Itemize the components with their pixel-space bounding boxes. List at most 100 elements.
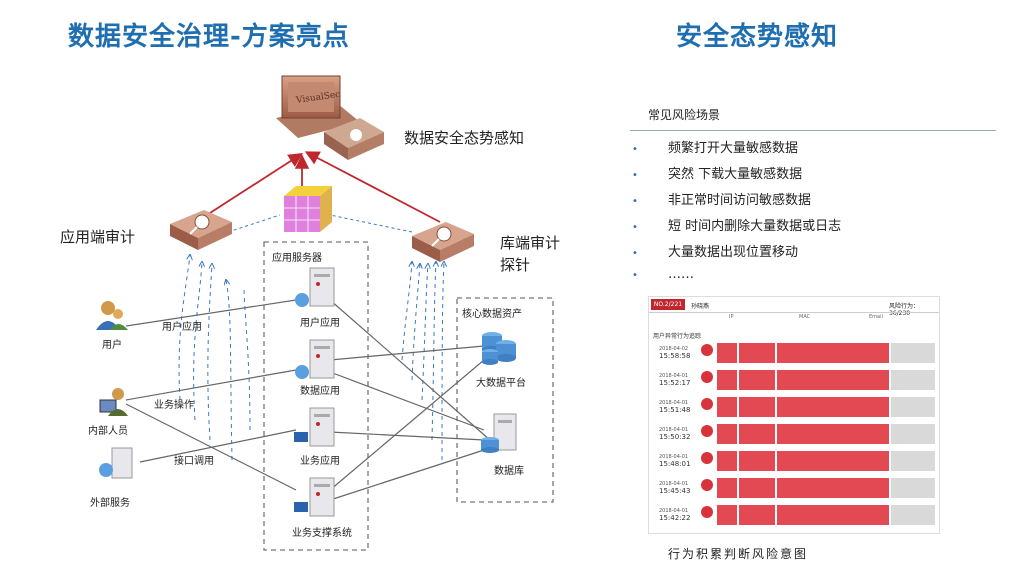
mac-cell xyxy=(891,397,935,417)
server-icon xyxy=(295,339,335,379)
actor-label: 用户 xyxy=(102,340,122,351)
core-assets-box xyxy=(456,297,554,503)
mac-cell xyxy=(891,343,935,363)
server-label: 业务应用 xyxy=(300,456,340,467)
list-item: •…… xyxy=(632,267,694,282)
section-title: 用户异常行为追踪 xyxy=(653,333,702,340)
event-cell xyxy=(739,343,775,363)
app-audit-device-icon xyxy=(170,210,232,250)
event-cell xyxy=(717,397,737,417)
event-cell xyxy=(777,370,889,390)
tab-label: 孙晓燕 xyxy=(691,303,710,310)
external-service-icon xyxy=(99,447,133,479)
left-title: 数据安全治理-方案亮点 xyxy=(68,22,350,52)
event-cell xyxy=(717,343,737,363)
mac-cell xyxy=(891,424,935,444)
event-cell xyxy=(739,478,775,498)
event-cell xyxy=(717,370,737,390)
event-cell xyxy=(739,505,775,525)
event-cell xyxy=(717,424,737,444)
event-cell xyxy=(739,370,775,390)
alert-icon xyxy=(701,344,713,356)
mac-cell xyxy=(891,505,935,525)
server-icon xyxy=(294,407,335,447)
server-icon xyxy=(295,267,335,307)
column-header: IP xyxy=(729,314,734,320)
risk-heading: 常见风险场景 xyxy=(648,108,721,122)
architecture-diagram: VisualSec xyxy=(96,75,554,551)
edge-label: 业务操作 xyxy=(154,400,194,411)
event-cell xyxy=(777,343,889,363)
event-cell xyxy=(739,397,775,417)
app-server-box-label: 应用服务器 xyxy=(272,253,322,264)
event-cell xyxy=(739,451,775,471)
list-item: •突然 下载大量敏感数据 xyxy=(632,167,803,182)
event-cell xyxy=(717,451,737,471)
user-icon xyxy=(96,301,128,330)
behavior-screenshot: NO.2/221 孙晓燕 风险行为：36/230 IP MAC Email 用户… xyxy=(648,296,940,534)
column-header: Email xyxy=(869,314,883,320)
divider xyxy=(630,130,996,131)
list-item: •短 时间内删除大量数据或日志 xyxy=(632,219,842,234)
asset-label: 数据库 xyxy=(494,466,524,477)
event-cell xyxy=(717,505,737,525)
actor-label: 外部服务 xyxy=(90,498,130,509)
status-badge: NO.2/221 xyxy=(651,299,685,310)
screenshot-caption: 行为积累判断风险意图 xyxy=(668,547,809,561)
actor-label: 内部人员 xyxy=(88,426,128,437)
alert-icon xyxy=(701,452,713,464)
asset-label: 大数据平台 xyxy=(476,378,526,389)
db-audit-label-line2: 探针 xyxy=(500,256,531,274)
mac-cell xyxy=(891,478,935,498)
event-cell xyxy=(717,478,737,498)
column-header: MAC xyxy=(799,314,811,320)
big-data-icon xyxy=(482,332,516,365)
event-cell xyxy=(777,478,889,498)
list-item: •大量数据出现位置移动 xyxy=(632,245,799,260)
app-server-box xyxy=(263,241,369,551)
db-audit-label: 库端审计 xyxy=(500,234,561,252)
edge-label: 接口调用 xyxy=(174,456,214,467)
event-cell xyxy=(777,505,889,525)
server-label: 业务支撑系统 xyxy=(292,528,352,539)
right-title: 安全态势感知 xyxy=(676,22,839,52)
event-cell xyxy=(739,424,775,444)
alert-icon xyxy=(701,371,713,383)
database-icon xyxy=(481,413,517,453)
score-label: 风险行为：36/230 xyxy=(889,303,920,317)
alert-icon xyxy=(701,398,713,410)
core-assets-label: 核心数据资产 xyxy=(462,309,522,320)
mac-cell xyxy=(891,370,935,390)
server-label: 数据应用 xyxy=(300,386,340,397)
event-cell xyxy=(777,397,889,417)
list-item: •频繁打开大量敏感数据 xyxy=(632,141,799,156)
mac-cell xyxy=(891,451,935,471)
event-cell xyxy=(777,451,889,471)
alert-icon xyxy=(701,506,713,518)
db-audit-device-icon xyxy=(412,222,474,262)
data-cube-icon xyxy=(284,186,332,232)
alert-icon xyxy=(701,479,713,491)
edge-label: 用户应用 xyxy=(162,322,202,333)
server-icon xyxy=(294,477,335,517)
console-icon: VisualSec xyxy=(276,75,384,160)
list-item: •非正常时间访问敏感数据 xyxy=(632,193,812,208)
internal-staff-icon xyxy=(99,388,128,416)
event-cell xyxy=(777,424,889,444)
server-label: 用户应用 xyxy=(300,318,340,329)
app-audit-label: 应用端审计 xyxy=(60,228,136,246)
console-label: 数据安全态势感知 xyxy=(404,129,525,147)
